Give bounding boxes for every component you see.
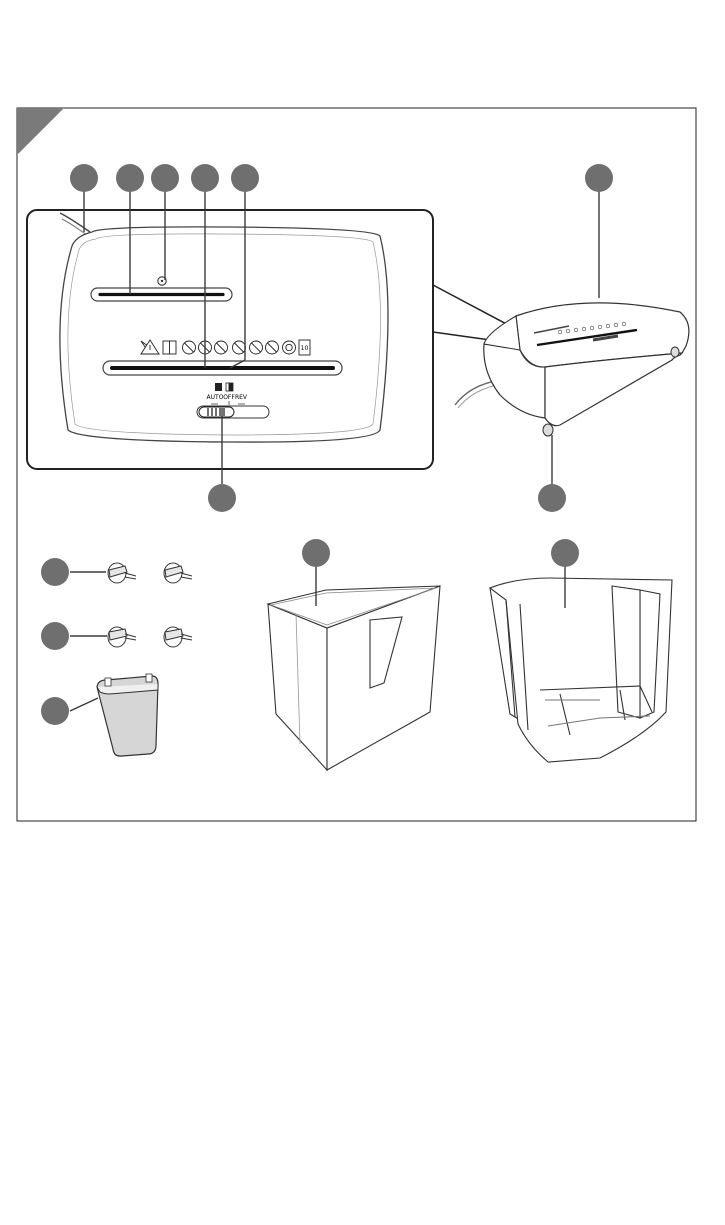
callout-marker-2 — [116, 164, 144, 192]
sheet-capacity-text: 10 — [301, 345, 309, 352]
callout-marker-6 — [585, 164, 613, 192]
callout-marker-12 — [302, 539, 330, 567]
switch-label-off: OFF — [223, 394, 235, 401]
callout-marker-8 — [538, 484, 566, 512]
callout-marker-1 — [70, 164, 98, 192]
paper-present-icon — [215, 383, 222, 391]
callout-marker-11 — [41, 697, 69, 725]
callout-marker-13 — [551, 539, 579, 567]
callout-marker-9 — [41, 558, 69, 586]
switch-label-rev: REV — [235, 394, 248, 401]
callout-marker-10 — [41, 622, 69, 650]
switch-label-auto: AUTO — [207, 394, 224, 401]
callout-marker-5 — [231, 164, 259, 192]
callout-marker-3 — [151, 164, 179, 192]
callout-marker-4 — [191, 164, 219, 192]
callout-marker-7 — [208, 484, 236, 512]
